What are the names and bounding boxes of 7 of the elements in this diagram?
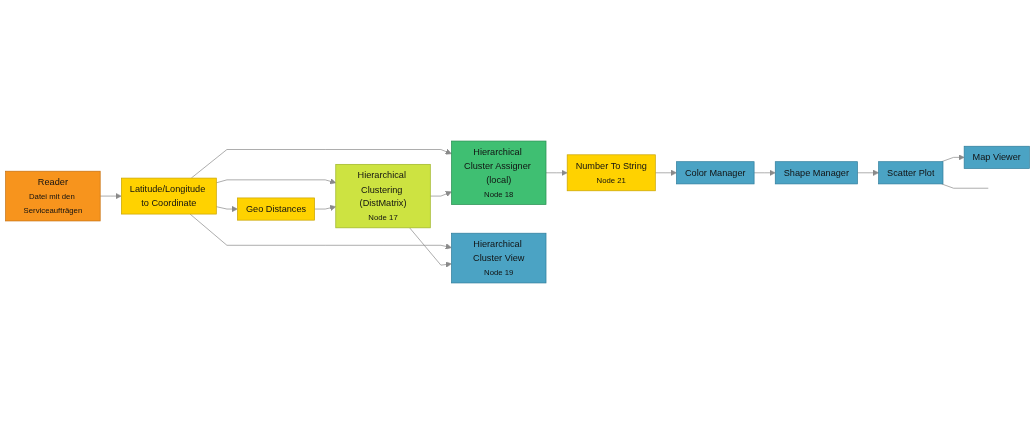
node-box: Latitude/Longitude to Coordinate <box>121 177 217 215</box>
node-box: Map Viewer <box>963 145 1030 169</box>
node-box: Shape Manager <box>774 161 858 185</box>
node-box: Scatter Plot <box>878 161 944 185</box>
connector <box>941 183 989 189</box>
node-box: Color Manager <box>676 161 755 185</box>
node-box: Geo Distances <box>237 197 315 221</box>
